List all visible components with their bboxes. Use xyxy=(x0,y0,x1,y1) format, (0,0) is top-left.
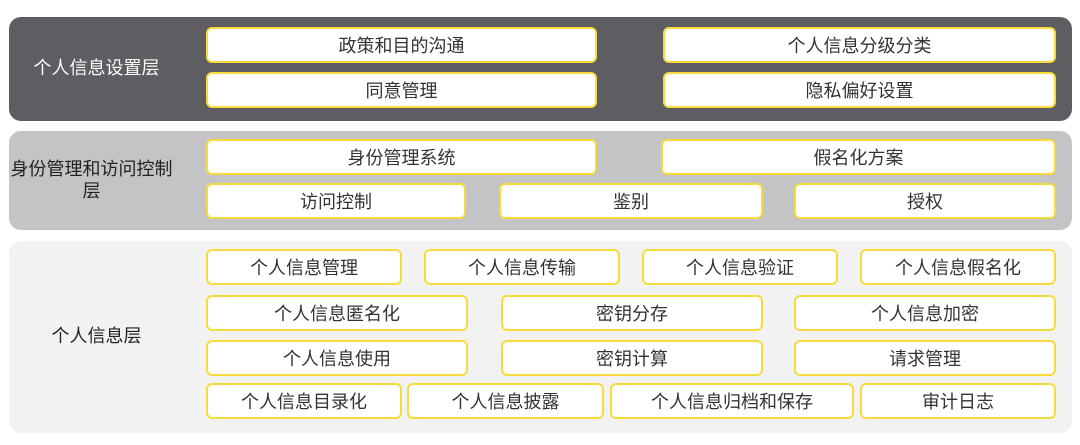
policy-purpose-communication-box: 政策和目的沟通 xyxy=(206,27,597,63)
privacy-preference-settings-box: 隐私偏好设置 xyxy=(663,72,1056,108)
personal-info-usage-box: 个人信息使用 xyxy=(206,340,468,376)
request-management-box: 请求管理 xyxy=(794,340,1056,376)
personal-info-layer: 个人信息层 个人信息管理 个人信息传输 个人信息验证 个人信息假名化 个人信息匿… xyxy=(9,241,1072,433)
access-control-box: 访问控制 xyxy=(206,183,466,219)
pseudonymization-scheme-box: 假名化方案 xyxy=(661,139,1056,175)
personal-info-transmission-box: 个人信息传输 xyxy=(424,249,620,285)
key-computation-box: 密钥计算 xyxy=(501,340,763,376)
personal-info-verification-box: 个人信息验证 xyxy=(642,249,838,285)
personal-info-settings-layer: 个人信息设置层 政策和目的沟通 个人信息分级分类 同意管理 隐私偏好设置 xyxy=(9,17,1072,121)
personal-info-archiving-box: 个人信息归档和保存 xyxy=(610,383,854,419)
identity-management-system-box: 身份管理系统 xyxy=(206,139,597,175)
audit-log-box: 审计日志 xyxy=(860,383,1056,419)
personal-info-anonymization-box: 个人信息匿名化 xyxy=(206,295,468,331)
key-split-storage-box: 密钥分存 xyxy=(501,295,763,331)
authentication-box: 鉴别 xyxy=(499,183,763,219)
personal-info-pseudonymization-box: 个人信息假名化 xyxy=(860,249,1056,285)
personal-info-disclosure-box: 个人信息披露 xyxy=(407,383,604,419)
personal-info-classification-box: 个人信息分级分类 xyxy=(663,27,1056,63)
layer-label: 身份管理和访问控制层 xyxy=(10,158,173,202)
personal-info-cataloging-box: 个人信息目录化 xyxy=(206,383,402,419)
layer-label: 个人信息层 xyxy=(51,326,142,347)
identity-access-control-layer: 身份管理和访问控制层 身份管理系统 假名化方案 访问控制 鉴别 授权 xyxy=(9,131,1072,230)
layer-label: 个人信息设置层 xyxy=(33,58,160,79)
consent-management-box: 同意管理 xyxy=(206,72,597,108)
authorization-box: 授权 xyxy=(794,183,1056,219)
personal-info-encryption-box: 个人信息加密 xyxy=(794,295,1056,331)
personal-info-management-box: 个人信息管理 xyxy=(206,249,402,285)
